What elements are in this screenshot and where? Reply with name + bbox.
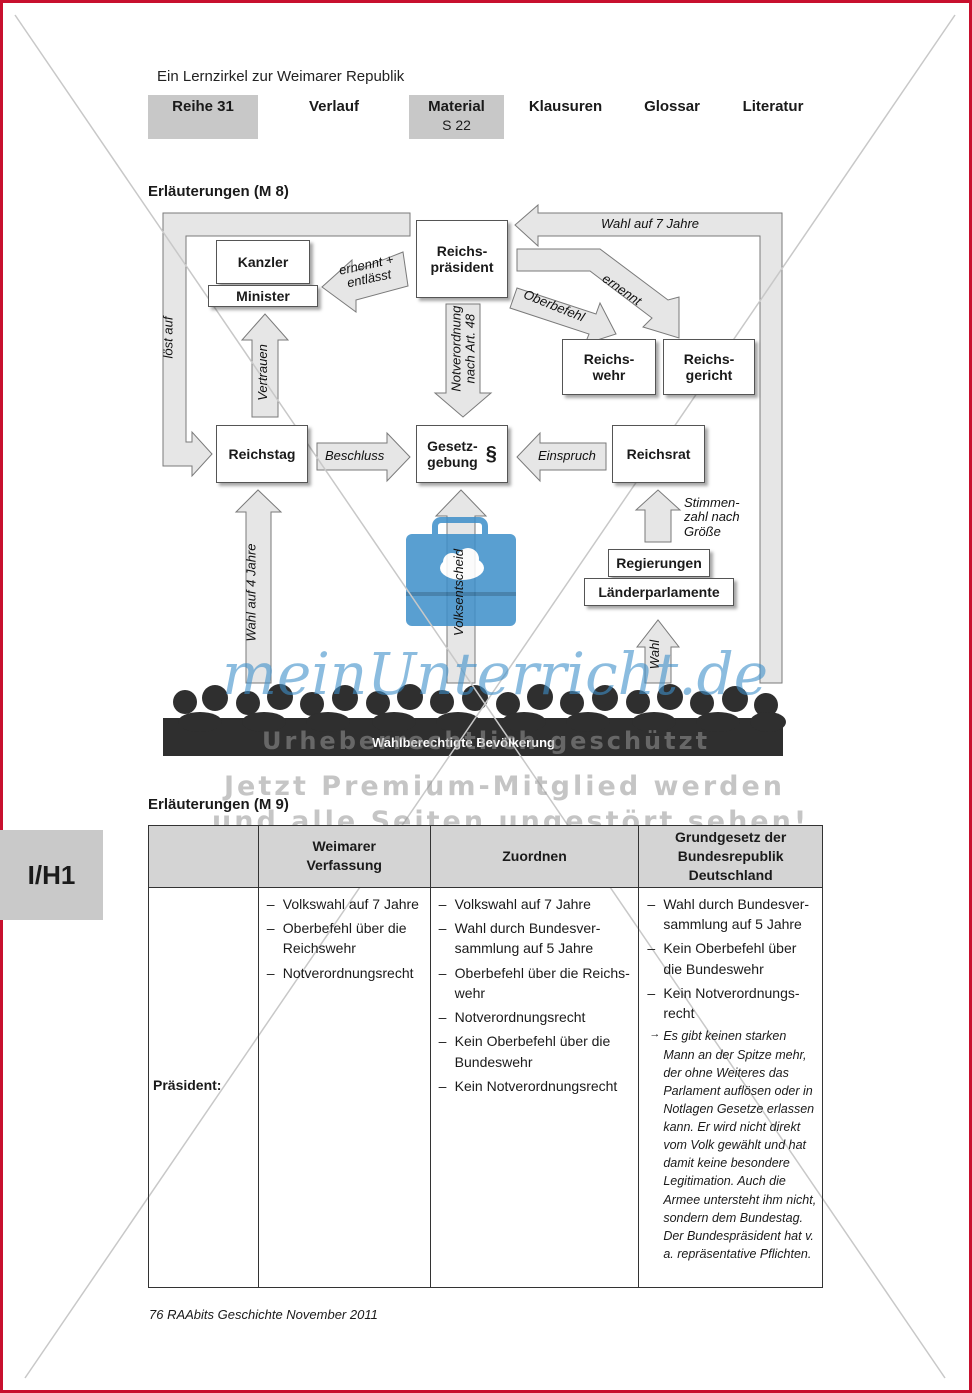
arrow-stimmenzahl xyxy=(634,489,682,543)
list-item: Kein Oberbefehl über die Bundeswehr xyxy=(435,1031,635,1072)
box-reichswehr: Reichs- wehr xyxy=(562,339,656,395)
table-row: Präsident: Volkswahl auf 7 Jahre Oberbef… xyxy=(148,886,823,1288)
table-header-weimar: Weimarer Verfassung xyxy=(257,825,431,888)
section-title-m9: Erläuterungen (M 9) xyxy=(148,796,289,813)
box-regierungen: Regierungen xyxy=(608,549,710,577)
box-laenderparlamente: Länderparlamente xyxy=(584,578,734,606)
row-label-text: Präsident: xyxy=(153,1077,222,1094)
watermark-protected: Urheberrechtlich geschützt xyxy=(262,727,711,755)
arrow-right-icon: → xyxy=(649,1028,661,1041)
gesetzgebung-label: Gesetz- gebung xyxy=(427,437,478,470)
label-volksentscheid: Volksentscheid xyxy=(450,549,466,636)
nav-glossar[interactable]: Glossar xyxy=(628,95,716,139)
watermark-brand: meinUnterricht.de xyxy=(222,640,769,708)
cell-zuordnen: Volkswahl auf 7 Jahre Wahl durch Bundesv… xyxy=(429,886,640,1288)
box-kanzler: Kanzler xyxy=(216,240,310,284)
list-item: Kein Oberbefehl über die Bundeswehr xyxy=(643,938,818,979)
table-header-zuordnen: Zuordnen xyxy=(429,825,640,888)
page-footer: 76 RAAbits Geschichte November 2011 xyxy=(149,1307,378,1322)
label-notverordnung: Notverordnung nach Art. 48 xyxy=(448,305,477,392)
list-item: Kein Notverordnungsrecht xyxy=(435,1076,635,1097)
box-reichsgericht: Reichs- gericht xyxy=(663,339,755,395)
nav-material-page: S 22 xyxy=(442,117,471,133)
row-label-praesident: Präsident: xyxy=(148,886,259,1288)
list-item: Kein Notverordnungs-recht xyxy=(643,983,818,1024)
nav-literatur-label: Literatur xyxy=(742,98,804,115)
arrow-wahl-4-jahre xyxy=(234,489,283,684)
box-reichstag: Reichstag xyxy=(216,425,308,483)
nav-glossar-label: Glossar xyxy=(644,98,700,115)
arrow-loest-auf xyxy=(162,212,411,478)
explanation-note-text: Es gibt keinen starken Mann an der Spitz… xyxy=(663,1029,817,1261)
label-einspruch: Einspruch xyxy=(538,448,596,463)
arrow-wahl-7-jahre xyxy=(514,203,783,684)
list-item: Wahl durch Bundesver-sammlung auf 5 Jahr… xyxy=(435,918,635,959)
comparison-table: Weimarer Verfassung Zuordnen Grundgesetz… xyxy=(148,825,823,1288)
arrow-notverordnung xyxy=(433,303,493,418)
list-item: Oberbefehl über die Reichswehr xyxy=(263,918,426,959)
label-wahl-7-jahre: Wahl auf 7 Jahre xyxy=(601,216,700,231)
list-item: Wahl durch Bundesver-sammlung auf 5 Jahr… xyxy=(643,894,818,935)
box-gesetzgebung: Gesetz- gebung § xyxy=(416,425,508,483)
table-header-grundgesetz: Grundgesetz der Bundesrepublik Deutschla… xyxy=(638,825,823,888)
briefcase-watermark-icon xyxy=(406,517,516,626)
label-vertrauen: Vertrauen xyxy=(254,344,270,401)
paragraph-icon: § xyxy=(485,442,497,465)
arrow-ernennt xyxy=(516,248,680,339)
arrow-beschluss xyxy=(316,431,411,483)
label-beschluss: Beschluss xyxy=(325,448,385,463)
arrow-ernennt-entlaesst xyxy=(321,251,409,313)
nav-verlauf-label: Verlauf xyxy=(308,98,360,115)
list-item: Notverordnungsrecht xyxy=(263,963,426,984)
cell-weimar: Volkswahl auf 7 Jahre Oberbefehl über di… xyxy=(257,886,431,1288)
watermark-premium-line1: Jetzt Premium-Mitglied werden xyxy=(224,771,785,802)
nav-klausuren[interactable]: Klausuren xyxy=(518,95,613,139)
cell-grundgesetz: Wahl durch Bundesver-sammlung auf 5 Jahr… xyxy=(638,886,823,1288)
side-tab-label: I/H1 xyxy=(0,830,103,920)
box-minister: Minister xyxy=(208,285,318,307)
label-loest-auf: löst auf xyxy=(160,316,176,359)
label-stimmenzahl: Stimmen- zahl nach Größe xyxy=(684,495,740,539)
nav-literatur[interactable]: Literatur xyxy=(730,95,816,139)
nav-material-label: Material xyxy=(428,98,485,115)
explanation-note: → Es gibt keinen starken Mann an der Spi… xyxy=(643,1027,818,1263)
box-reichspraesident: Reichs- präsident xyxy=(416,220,508,298)
bevoelkerung-silhouettes xyxy=(163,684,786,756)
nav-reihe-label: Reihe 31 xyxy=(172,98,234,115)
label-wahl-4-jahre: Wahl auf 4 Jahre xyxy=(243,543,259,642)
label-bevoelkerung: Wahlberechtigte Bevölkerung xyxy=(372,735,555,750)
box-reichsrat: Reichsrat xyxy=(612,425,705,483)
section-title-m8: Erläuterungen (M 8) xyxy=(148,183,289,200)
list-item: Volkswahl auf 7 Jahre xyxy=(435,894,635,915)
arrow-wahl xyxy=(635,619,681,684)
nav-verlauf[interactable]: Verlauf xyxy=(280,95,388,139)
list-item: Oberbefehl über die Reichs-wehr xyxy=(435,963,635,1004)
list-item: Volkswahl auf 7 Jahre xyxy=(263,894,426,915)
table-header-empty xyxy=(148,825,259,888)
page-header-title: Ein Lernzirkel zur Weimarer Republik xyxy=(157,68,405,85)
arrow-einspruch xyxy=(516,431,607,483)
nav-reihe[interactable]: Reihe 31 xyxy=(148,95,258,139)
list-item: Notverordnungsrecht xyxy=(435,1007,635,1028)
nav-klausuren-label: Klausuren xyxy=(528,98,603,115)
nav-material[interactable]: Material S 22 xyxy=(409,95,504,139)
table-header-row: Weimarer Verfassung Zuordnen Grundgesetz… xyxy=(148,825,823,888)
arrow-vertrauen xyxy=(240,313,290,418)
